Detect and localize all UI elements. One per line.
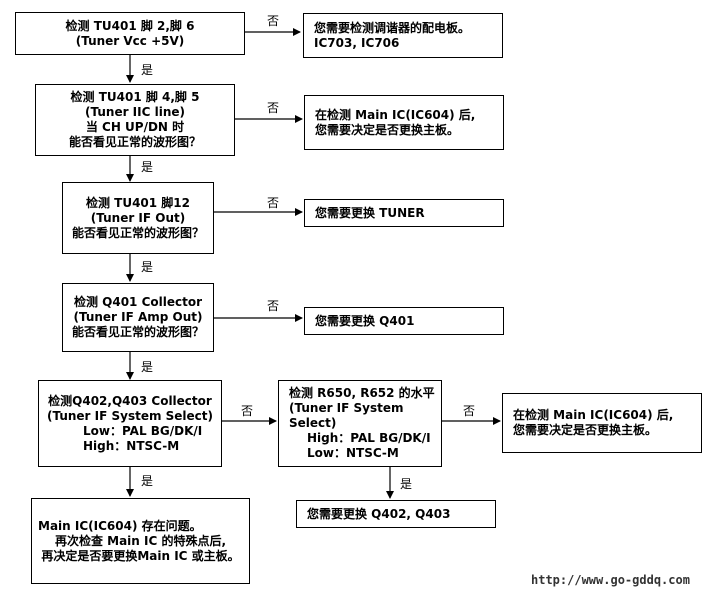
action-replace-q401: 您需要更换 Q401: [304, 307, 504, 335]
label-yes: 是: [141, 360, 154, 374]
action-check-main-ic-board-2: 在检测 Main IC(IC604) 后, 您需要决定是否更换主板。: [502, 393, 702, 453]
box-line: 您需要决定是否更换主板。: [315, 122, 460, 137]
action-check-tuner-power-board: 您需要检测调谐器的配电板。 IC703, IC706: [303, 13, 503, 58]
action-main-ic-problem: Main IC(IC604) 存在问题。 再次检查 Main IC 的特殊点后,…: [31, 498, 250, 584]
label-yes: 是: [141, 260, 154, 274]
box-line: (Tuner Vcc +5V): [75, 33, 185, 48]
action-replace-tuner: 您需要更换 TUNER: [304, 199, 504, 227]
label-no: 否: [267, 196, 280, 210]
box-line: Main IC(IC604) 存在问题。: [38, 518, 202, 533]
label-no: 否: [267, 101, 280, 115]
box-line: 您需要检测调谐器的配电板。: [314, 20, 471, 35]
label-yes: 是: [141, 63, 154, 77]
label-yes: 是: [141, 160, 154, 174]
box-line: High：NTSC-M: [83, 438, 180, 453]
box-line: High：PAL BG/DK/I: [307, 431, 431, 445]
box-line: Low：NTSC-M: [307, 446, 399, 460]
action-replace-q402-q403: 您需要更换 Q402, Q403: [296, 500, 496, 528]
box-line: 能否看见正常的波形图？: [71, 325, 204, 339]
box-line: (Tuner IF System Select): [46, 408, 214, 423]
box-line: 检测Q402,Q403 Collector: [48, 393, 212, 408]
step-check-tu401-pin4-5: 检测 TU401 脚 4,脚 5 (Tuner IIC line) 当 CH U…: [35, 84, 235, 156]
box-line: 您需要更换 Q402, Q403: [307, 506, 451, 521]
box-line: 能否看见正常的波形图？: [71, 225, 204, 240]
step-check-tu401-pin2-6: 检测 TU401 脚 2,脚 6 (Tuner Vcc +5V): [15, 12, 245, 55]
box-line: 在检测 Main IC(IC604) 后,: [513, 408, 674, 422]
label-yes: 是: [400, 477, 413, 491]
box-line: 您需要更换 Q401: [315, 313, 415, 328]
box-line: (Tuner IIC line): [85, 105, 185, 119]
box-line: (Tuner IF Out): [90, 210, 186, 225]
label-no: 否: [267, 14, 280, 28]
box-line: 检测 TU401 脚 4,脚 5: [70, 90, 200, 104]
box-line: 您需要决定是否更换主板。: [513, 423, 658, 437]
step-check-q402-q403-collector: 检测Q402,Q403 Collector (Tuner IF System S…: [38, 380, 222, 467]
box-line: 当 CH UP/DN 时: [85, 120, 185, 134]
box-line: 再决定是否要更换Main IC 或主板。: [41, 548, 240, 563]
label-no: 否: [463, 404, 476, 418]
step-check-q401-collector: 检测 Q401 Collector (Tuner IF Amp Out) 能否看…: [62, 283, 214, 352]
action-check-main-ic-board: 在检测 Main IC(IC604) 后, 您需要决定是否更换主板。: [304, 95, 504, 150]
label-yes: 是: [141, 474, 154, 488]
box-line: 在检测 Main IC(IC604) 后,: [315, 107, 476, 122]
box-line: 检测 R650, R652 的水平: [289, 386, 435, 400]
step-check-tu401-pin12: 检测 TU401 脚12 (Tuner IF Out) 能否看见正常的波形图？: [62, 182, 214, 254]
box-line: 能否看见正常的波形图？: [68, 135, 201, 149]
box-line: Low：PAL BG/DK/I: [83, 423, 203, 438]
box-line: 检测 TU401 脚 2,脚 6: [65, 18, 195, 33]
watermark-url: http://www.go-gddq.com: [531, 573, 690, 587]
box-line: 检测 TU401 脚12: [85, 195, 191, 210]
label-no: 否: [267, 299, 280, 313]
step-check-r650-r652-level: 检测 R650, R652 的水平 (Tuner IF System Selec…: [278, 380, 442, 467]
box-line: 再次检查 Main IC 的特殊点后,: [54, 533, 227, 548]
box-line: 您需要更换 TUNER: [315, 205, 425, 220]
box-line: IC703, IC706: [314, 35, 400, 50]
label-no: 否: [241, 404, 254, 418]
box-line: (Tuner IF System Select): [289, 401, 404, 430]
box-line: 检测 Q401 Collector: [73, 295, 203, 309]
box-line: (Tuner IF Amp Out): [73, 310, 203, 324]
